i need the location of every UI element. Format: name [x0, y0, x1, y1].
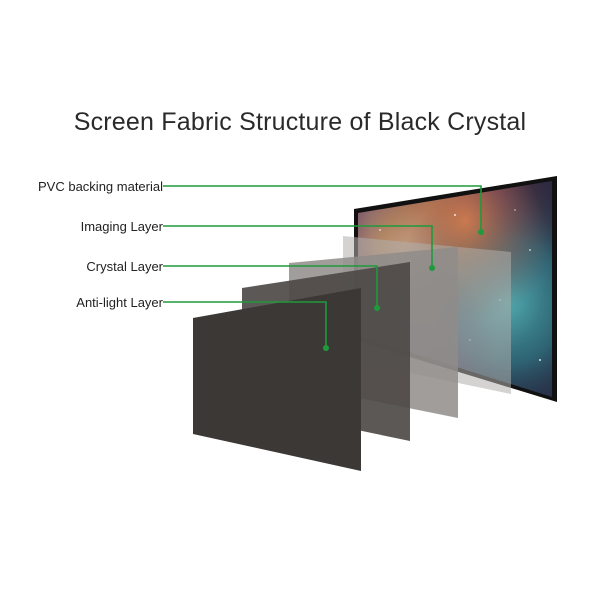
imaging-leader-line — [163, 225, 433, 268]
imaging-label: Imaging Layer — [81, 219, 164, 234]
pvc-leader-line — [163, 185, 482, 232]
pvc-label: PVC backing material — [38, 179, 163, 194]
diagram-title: Screen Fabric Structure of Black Crystal — [73, 108, 527, 136]
imaging-marker-dot — [429, 265, 435, 271]
crystal-marker-dot — [374, 305, 380, 311]
antilight-marker-dot — [323, 345, 329, 351]
anti-light-layer-panel — [193, 288, 361, 471]
antilight-leader-line — [163, 301, 327, 348]
crystal-label: Crystal Layer — [86, 259, 163, 274]
pvc-marker-dot — [478, 229, 484, 235]
crystal-leader-line — [163, 265, 378, 308]
antilight-label: Anti-light Layer — [76, 295, 163, 310]
